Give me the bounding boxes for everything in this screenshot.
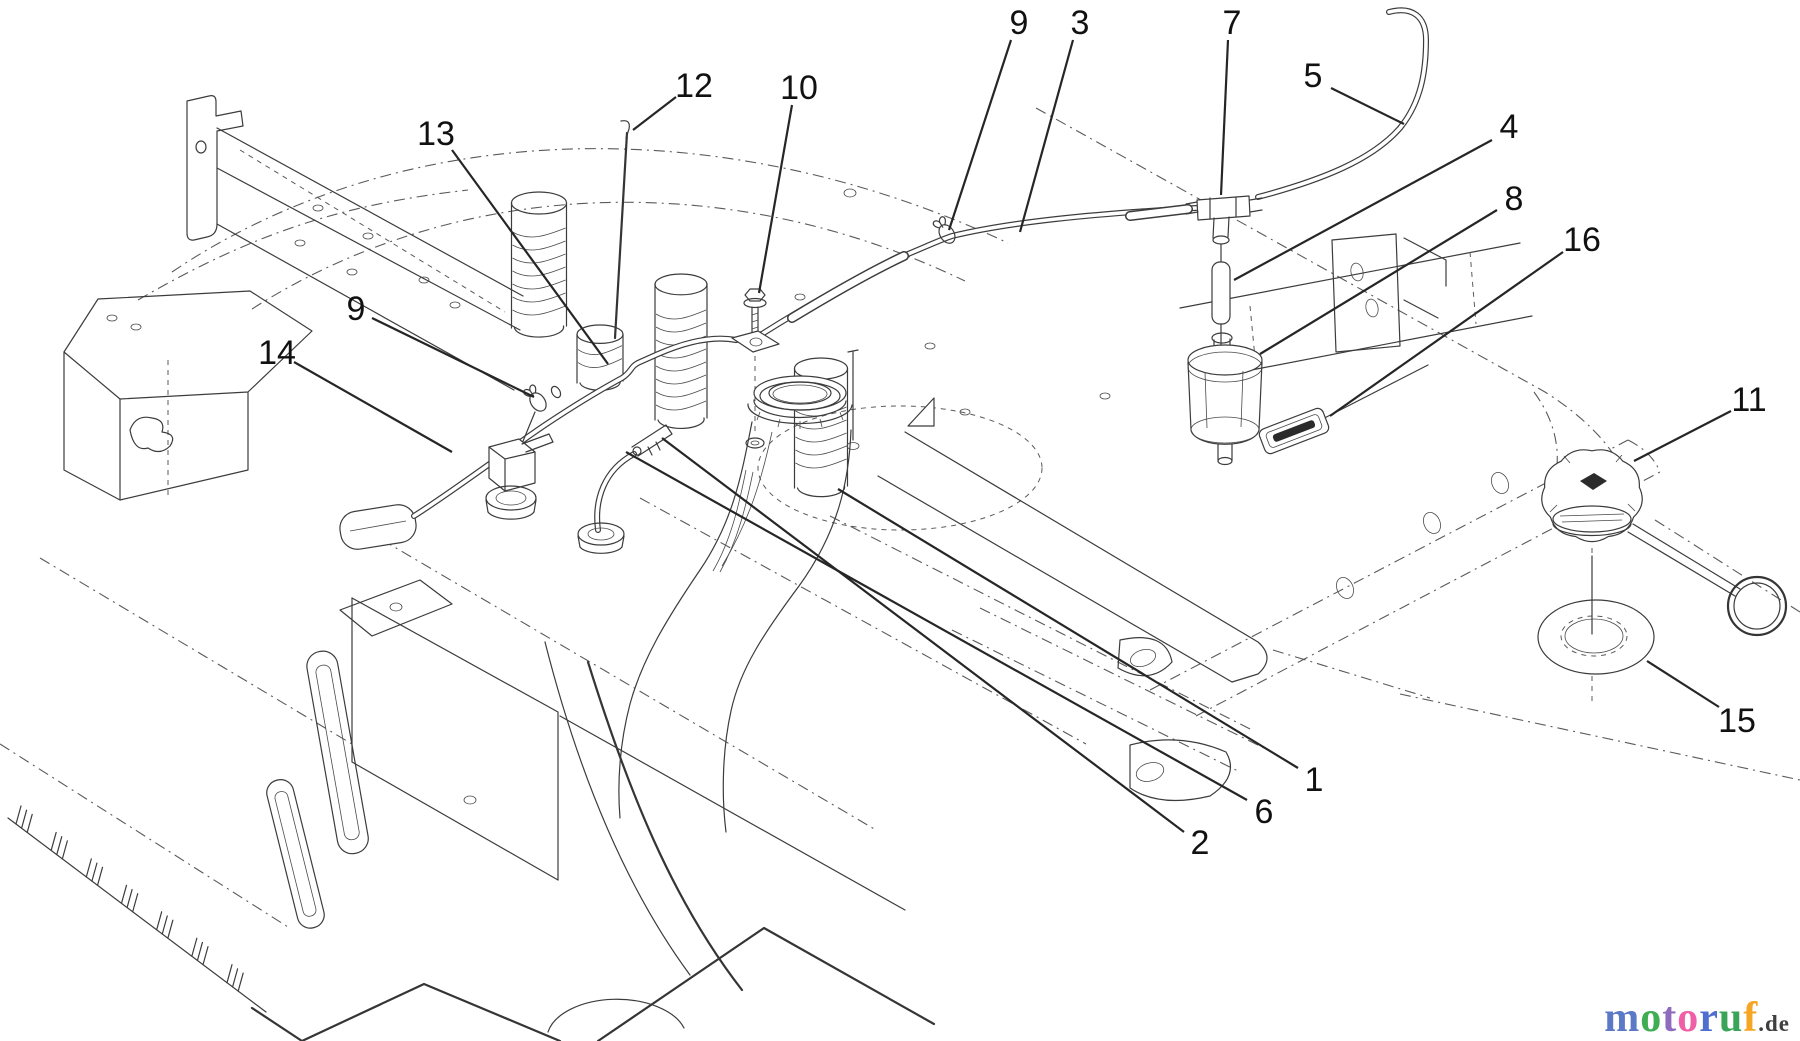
fuel-line-14-paddle-end: [339, 504, 417, 550]
frame-rail-topleft: [186, 95, 524, 391]
decal-fuel-filter-16: [1258, 407, 1330, 455]
callout-12[interactable]: 12: [675, 67, 713, 105]
callout-14[interactable]: 14: [258, 334, 296, 372]
fuel-cap-11: [1541, 449, 1643, 543]
barb-fitting-2: [631, 424, 673, 457]
leader-4: [1233, 139, 1493, 281]
filler-neck-1: [618, 375, 935, 833]
logo-letter: m: [1604, 995, 1641, 1041]
hose-clamp-9-left: [521, 383, 551, 415]
leader-12: [632, 96, 677, 131]
leader-14: [293, 361, 453, 453]
leader-11: [1633, 410, 1732, 462]
callout-15[interactable]: 15: [1718, 702, 1756, 740]
callout-2[interactable]: 2: [1191, 824, 1210, 862]
motoruf-logo[interactable]: motoruf.de: [1604, 997, 1790, 1039]
callout-9[interactable]: 9: [347, 290, 366, 328]
callout-13[interactable]: 13: [417, 115, 455, 153]
logo-letter: u: [1718, 995, 1744, 1041]
callout-1[interactable]: 1: [1305, 761, 1324, 799]
clamp-washer: [550, 385, 562, 399]
fuel-hose-5: [1258, 10, 1426, 197]
callout-7[interactable]: 7: [1223, 4, 1242, 42]
coil-spring: [510, 191, 568, 338]
leader-1: [837, 488, 1299, 769]
frame-box-left: [63, 290, 453, 637]
leader-7: [1219, 39, 1230, 196]
leader-8: [1259, 209, 1498, 355]
vent-elbow-fitting: [485, 411, 554, 520]
hose-sleeve-4: [1211, 243, 1231, 347]
washer-15: [1537, 555, 1655, 675]
cap-tether-and-ring: [1627, 523, 1788, 637]
callout-4[interactable]: 4: [1500, 108, 1519, 146]
callout-10[interactable]: 10: [780, 69, 818, 107]
logo-letter: f: [1743, 995, 1759, 1041]
deck-lower-left: [7, 597, 936, 1041]
callout-11[interactable]: 11: [1731, 381, 1766, 419]
leader-16: [1329, 251, 1564, 417]
leader-15: [1646, 660, 1720, 708]
fuel-filter-8: [1187, 332, 1263, 466]
logo-suffix: .de: [1758, 1011, 1790, 1036]
callout-9[interactable]: 9: [1010, 4, 1029, 42]
leader-13: [451, 149, 609, 365]
formed-hose-6: [577, 454, 634, 554]
leader-3: [1018, 39, 1075, 233]
callout-3[interactable]: 3: [1071, 4, 1090, 42]
logo-letter: t: [1662, 995, 1678, 1041]
leader-5: [1330, 87, 1405, 125]
fuel-line-13: [414, 334, 762, 516]
leader-9: [947, 39, 1013, 231]
fuel-line-3: [762, 208, 1196, 334]
leader-2: [661, 437, 1185, 833]
leader-6: [625, 451, 1248, 801]
leader-9: [371, 317, 535, 398]
logo-letter: r: [1699, 995, 1719, 1041]
tank-opening-dashed: [757, 405, 1043, 531]
deck-outline: [0, 107, 1800, 928]
callout-layer: 9 3 7 5 12 10 13 4 8 16 9 14 11 15 16 2: [258, 4, 1767, 862]
callout-8[interactable]: 8: [1505, 180, 1524, 218]
rod-12: [613, 120, 630, 340]
logo-letter: o: [1677, 995, 1700, 1041]
callout-6[interactable]: 6: [1255, 793, 1274, 831]
callout-5[interactable]: 5: [1304, 57, 1323, 95]
logo-letter: o: [1640, 995, 1663, 1041]
frame-right-center: [794, 188, 1533, 802]
callout-16[interactable]: 16: [1563, 221, 1601, 259]
leader-10: [757, 104, 794, 294]
tee-fitting-7: [1185, 195, 1263, 245]
